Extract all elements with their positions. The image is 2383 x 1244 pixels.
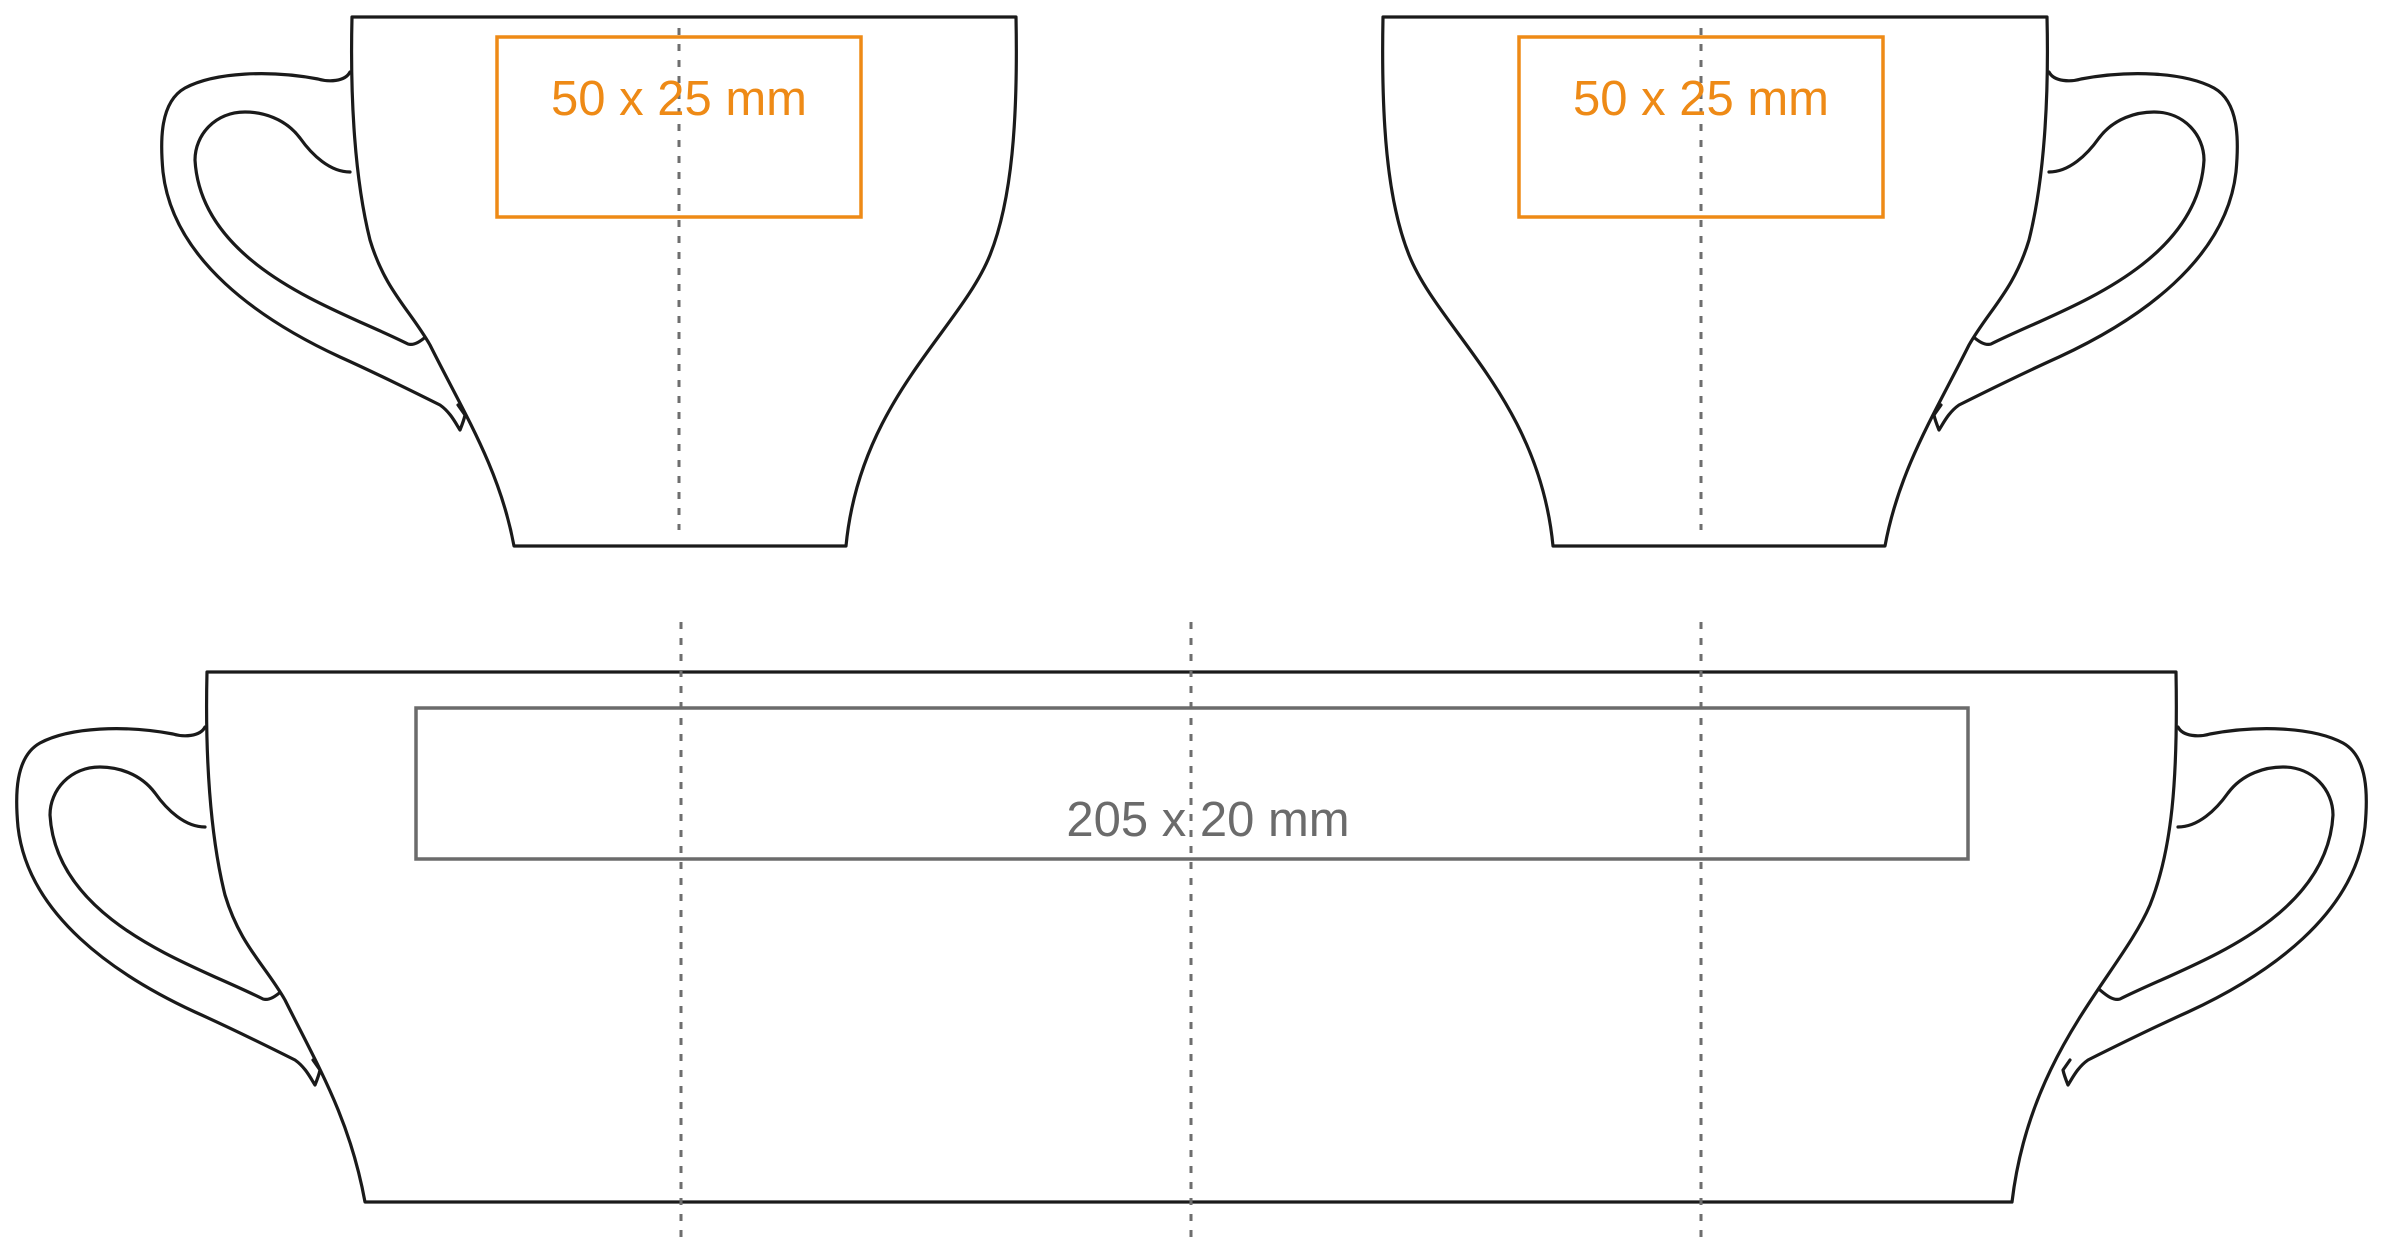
print-area-label: 50 x 25 mm: [1573, 72, 1829, 126]
mug-body-left: [349, 15, 1018, 548]
mug-body-right: [1381, 15, 2050, 548]
mug-handle-wrap-right: [2061, 725, 2368, 1087]
wrap-print-area-label: 205 x 20 mm: [1066, 793, 1349, 847]
print-area-label: 50 x 25 mm: [551, 72, 807, 126]
mug-handle-left: [160, 70, 467, 432]
print-area-box: [1517, 35, 1885, 219]
mug-handle-right: [1932, 70, 2239, 432]
print-area-box: [495, 35, 863, 219]
mug-handle-wrap-left: [15, 725, 322, 1087]
mug-view-wraparound: 205 x 20 mm: [15, 622, 2368, 1240]
mug-view-handle-right-overlay: 50 x 25 mm: [1517, 28, 1885, 530]
mug-body-wraparound: [204, 670, 2178, 1204]
mug-view-handle-right: [1381, 15, 2239, 548]
mug-view-handle-left: 50 x 25 mm: [160, 15, 1018, 548]
wrap-print-area-box: [414, 706, 1970, 861]
